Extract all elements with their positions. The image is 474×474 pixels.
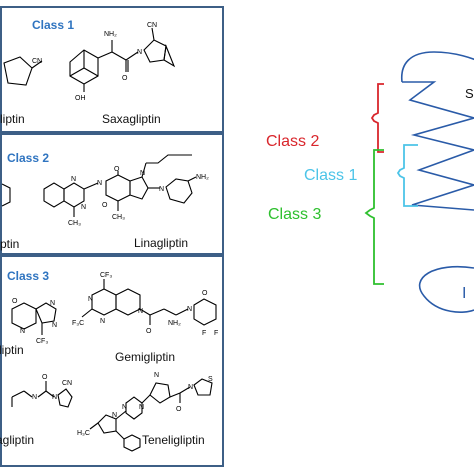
teneligliptin-name: Teneligliptin	[142, 433, 205, 447]
svg-text:N: N	[81, 204, 86, 211]
svg-text:N: N	[112, 412, 117, 419]
svg-text:O: O	[114, 166, 120, 173]
svg-text:O: O	[122, 75, 128, 82]
svg-text:N: N	[71, 176, 76, 183]
svg-text:N: N	[139, 404, 144, 411]
svg-text:O: O	[102, 202, 108, 209]
svg-text:N: N	[50, 300, 55, 307]
protein-top-loop	[401, 51, 474, 83]
svg-text:N: N	[97, 180, 102, 187]
svg-text:N: N	[20, 328, 25, 335]
saxagliptin-name: Saxagliptin	[102, 112, 161, 126]
svg-text:N: N	[32, 394, 37, 401]
class1-panel-title: Class 1	[32, 18, 75, 32]
svg-text:N: N	[138, 308, 143, 315]
svg-text:NH₂: NH₂	[168, 320, 181, 327]
class2-drug-1-name: gliptin	[0, 237, 20, 251]
svg-text:F: F	[214, 330, 218, 337]
class1-label: Class 1	[304, 167, 358, 184]
svg-text:CN: CN	[62, 380, 72, 387]
svg-text:OH: OH	[75, 95, 86, 102]
gemigliptin-name: Gemigliptin	[115, 350, 176, 364]
class2-fragment-structure	[1, 183, 11, 207]
svg-text:N: N	[154, 372, 159, 379]
class2-panel: Class 2 gliptin NN CH₃ N O O CH₃ N N NH₂…	[0, 133, 224, 255]
svg-text:CH₃: CH₃	[68, 220, 81, 227]
class3-bracket	[364, 149, 384, 285]
svg-text:CF₃: CF₃	[36, 338, 48, 345]
class3-panel-title: Class 3	[7, 269, 50, 283]
svg-text:H₃C: H₃C	[77, 430, 90, 437]
class1-bracket	[396, 144, 418, 207]
linagliptin-structure: NN CH₃ N O O CH₃ N N NH₂	[43, 154, 209, 227]
svg-text:N: N	[100, 318, 105, 325]
svg-text:O: O	[146, 328, 152, 335]
svg-text:N: N	[137, 49, 142, 56]
class1-fragment-structure: CN	[3, 56, 43, 86]
svg-text:CH₃: CH₃	[112, 214, 125, 221]
binding-pocket-schematic	[364, 51, 474, 313]
svg-text:CN: CN	[32, 58, 42, 65]
svg-text:O: O	[176, 406, 182, 413]
svg-text:CF₃: CF₃	[100, 272, 112, 279]
class3-drug-1-name: liptin	[0, 343, 24, 357]
gemigliptin-structure: CF₃ N N F₃C N O NH₂ N O F F	[72, 272, 218, 337]
svg-text:N: N	[52, 394, 57, 401]
svg-text:O: O	[202, 290, 208, 297]
svg-text:NH₂: NH₂	[104, 31, 117, 38]
svg-text:N: N	[188, 384, 193, 391]
class2-label: Class 2	[266, 133, 320, 150]
svg-text:S: S	[208, 376, 213, 383]
protein-zigzag	[402, 81, 474, 211]
svg-text:N: N	[88, 296, 93, 303]
svg-text:O: O	[42, 374, 48, 381]
protein-bottom-loop	[418, 266, 474, 313]
svg-text:NH₂: NH₂	[196, 174, 209, 181]
svg-text:N: N	[159, 186, 164, 193]
class2-bracket	[370, 83, 384, 153]
top-fragment-label: S	[465, 86, 474, 101]
class3-label: Class 3	[268, 206, 322, 223]
svg-text:F₃C: F₃C	[72, 320, 84, 327]
svg-text:CN: CN	[147, 22, 157, 29]
bottom-fragment-label: I	[462, 285, 467, 302]
saxagliptin-structure: OH NH₂ O N CN	[69, 22, 176, 102]
class1-drug-1-name: liptin	[0, 112, 25, 126]
svg-text:N: N	[187, 306, 192, 313]
linagliptin-name: Linagliptin	[134, 236, 189, 250]
svg-text:N: N	[52, 322, 57, 329]
svg-text:O: O	[12, 298, 18, 305]
class3-drug-3-name: agliptin	[0, 433, 35, 447]
class3-fragment-structure-1: O N N N CF₃	[11, 298, 57, 345]
svg-text:N: N	[122, 404, 127, 411]
class1-panel: Class 1 CN liptin OH NH₂ O N CN Saxaglip…	[0, 6, 224, 133]
class3-fragment-structure-2: N O N CN	[11, 374, 73, 408]
class2-panel-title: Class 2	[7, 151, 50, 165]
svg-text:F: F	[202, 330, 206, 337]
